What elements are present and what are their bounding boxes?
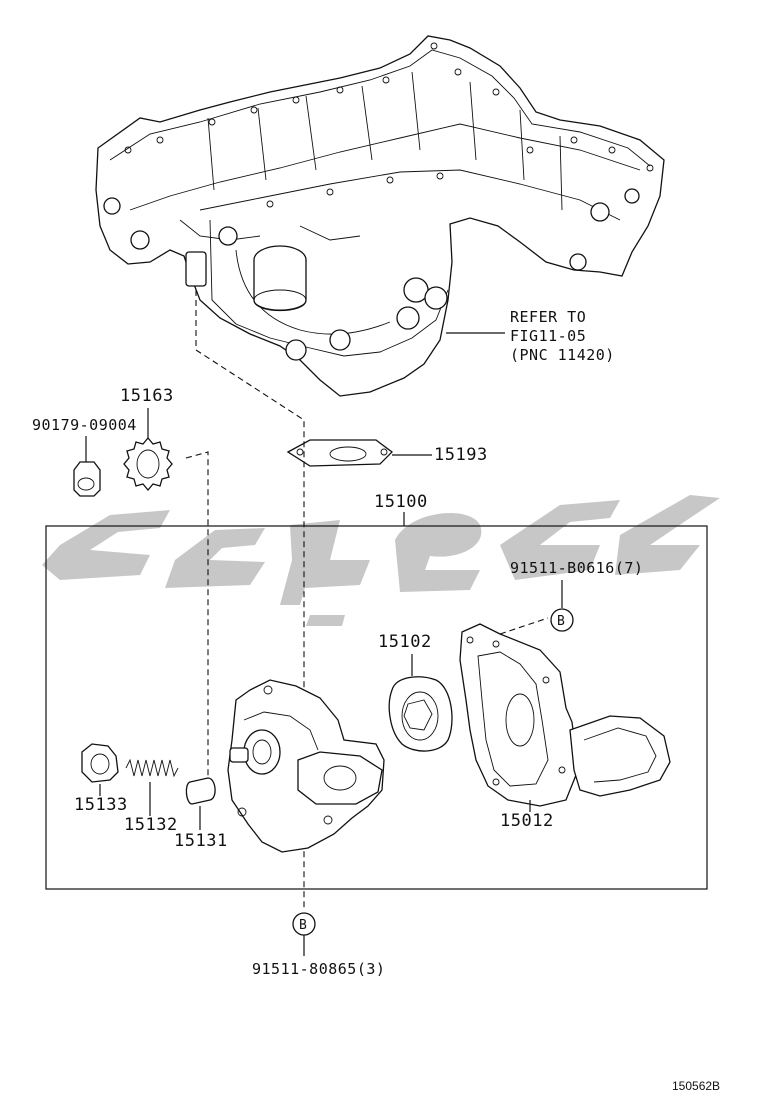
plug-15133 [81,743,119,783]
assembly-box [45,525,708,890]
svg-text:B: B [299,918,307,933]
refer-fig-label: FIG11-05 [510,327,586,345]
watermark-logo [42,495,720,626]
assembly-label: 15100 [374,492,428,512]
sprocket-label: 15163 [120,386,174,406]
bolt-lower-label: 91511-80865(3) [252,960,385,978]
strainer-label: 15012 [500,811,554,831]
rotor-label: 15102 [378,632,432,652]
plug-label: 15133 [74,795,128,815]
gasket-label: 15193 [434,445,488,465]
flange-holes [124,42,654,208]
oil-pan-drawing [95,35,665,397]
rotor-15102 [388,676,453,752]
refer-pnc-label: (PNC 11420) [510,346,615,364]
spring-label: 15132 [124,815,178,835]
refer-to-label: REFER TO [510,308,586,326]
spring-15132 [125,758,179,778]
gasket-15193 [286,439,393,467]
callout-b-lower: B [292,912,316,936]
nut-label: 90179-09004 [32,416,137,434]
sprocket-15163 [123,436,173,492]
callout-b-upper: B [550,608,574,632]
svg-text:B: B [557,614,565,629]
bolt-upper-label: 91511-B0616(7) [510,559,643,577]
strainer-15012 [459,623,671,807]
valve-15131 [185,777,216,805]
alignment-lines [185,290,549,910]
nut-90179 [73,461,101,497]
figure-id: 150562B [672,1079,720,1093]
pump-body [227,679,385,853]
valve-label: 15131 [174,831,228,851]
